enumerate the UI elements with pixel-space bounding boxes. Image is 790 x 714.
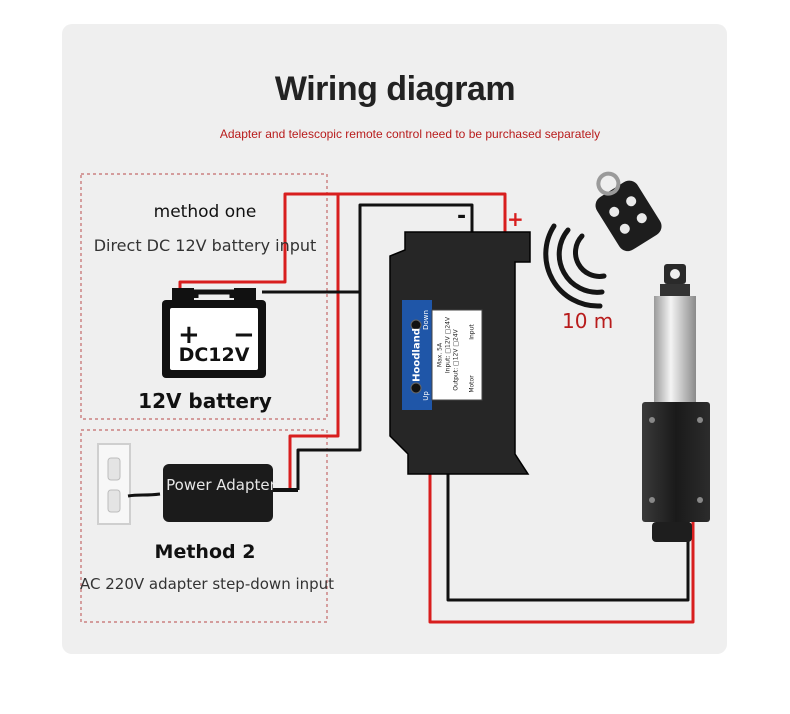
method-one-heading: method one <box>153 202 257 222</box>
battery-negative-wire <box>262 203 474 294</box>
page-title: Wiring diagram <box>274 70 516 108</box>
battery-plus-sign: + <box>178 320 200 350</box>
battery <box>162 288 266 378</box>
remote-control-icon <box>595 171 662 252</box>
positive-wires <box>178 192 695 624</box>
linear-actuator <box>642 264 710 542</box>
adapter-positive-wire <box>288 194 340 490</box>
wall-outlet-icon <box>97 443 161 525</box>
controller-brand: Hoodland <box>411 328 423 382</box>
controller-label-up: Up <box>422 391 430 401</box>
controller-spec-output: Output: □12V □24V <box>452 329 460 391</box>
battery-face-label: DC12V <box>178 344 250 366</box>
controller-positive-terminal: + <box>507 207 524 231</box>
method-two-heading: Method 2 <box>154 541 256 563</box>
battery-positive-wire <box>178 192 507 292</box>
method-two-description: AC 220V adapter step-down input <box>80 575 335 593</box>
controller-label-input: Input <box>468 324 476 340</box>
controller-negative-terminal: - <box>457 204 467 229</box>
controller-label-down: Down <box>422 310 430 330</box>
page-subtitle: Adapter and telescopic remote control ne… <box>219 127 601 141</box>
wireless-signal-icon <box>543 223 607 309</box>
motor-red-wire <box>428 470 695 624</box>
battery-minus-sign: − <box>233 320 255 350</box>
controller-spec-max: Max. 5A <box>436 342 444 368</box>
method-one-description: Direct DC 12V battery input <box>93 236 317 255</box>
motor-black-wire <box>446 470 690 602</box>
controller-spec-input: Input: □12V □24V <box>444 316 452 374</box>
controller-label-motor: Motor <box>468 375 476 393</box>
remote-range-label: 10 m <box>562 309 614 333</box>
battery-caption: 12V battery <box>138 389 272 413</box>
method-one-box <box>80 173 328 420</box>
adapter-negative-wire <box>296 292 362 490</box>
power-adapter-label: Power Adapter <box>166 476 276 494</box>
power-adapter <box>163 464 298 522</box>
controller-box <box>389 231 531 475</box>
negative-wires <box>262 203 690 602</box>
method-two-box <box>80 429 328 623</box>
